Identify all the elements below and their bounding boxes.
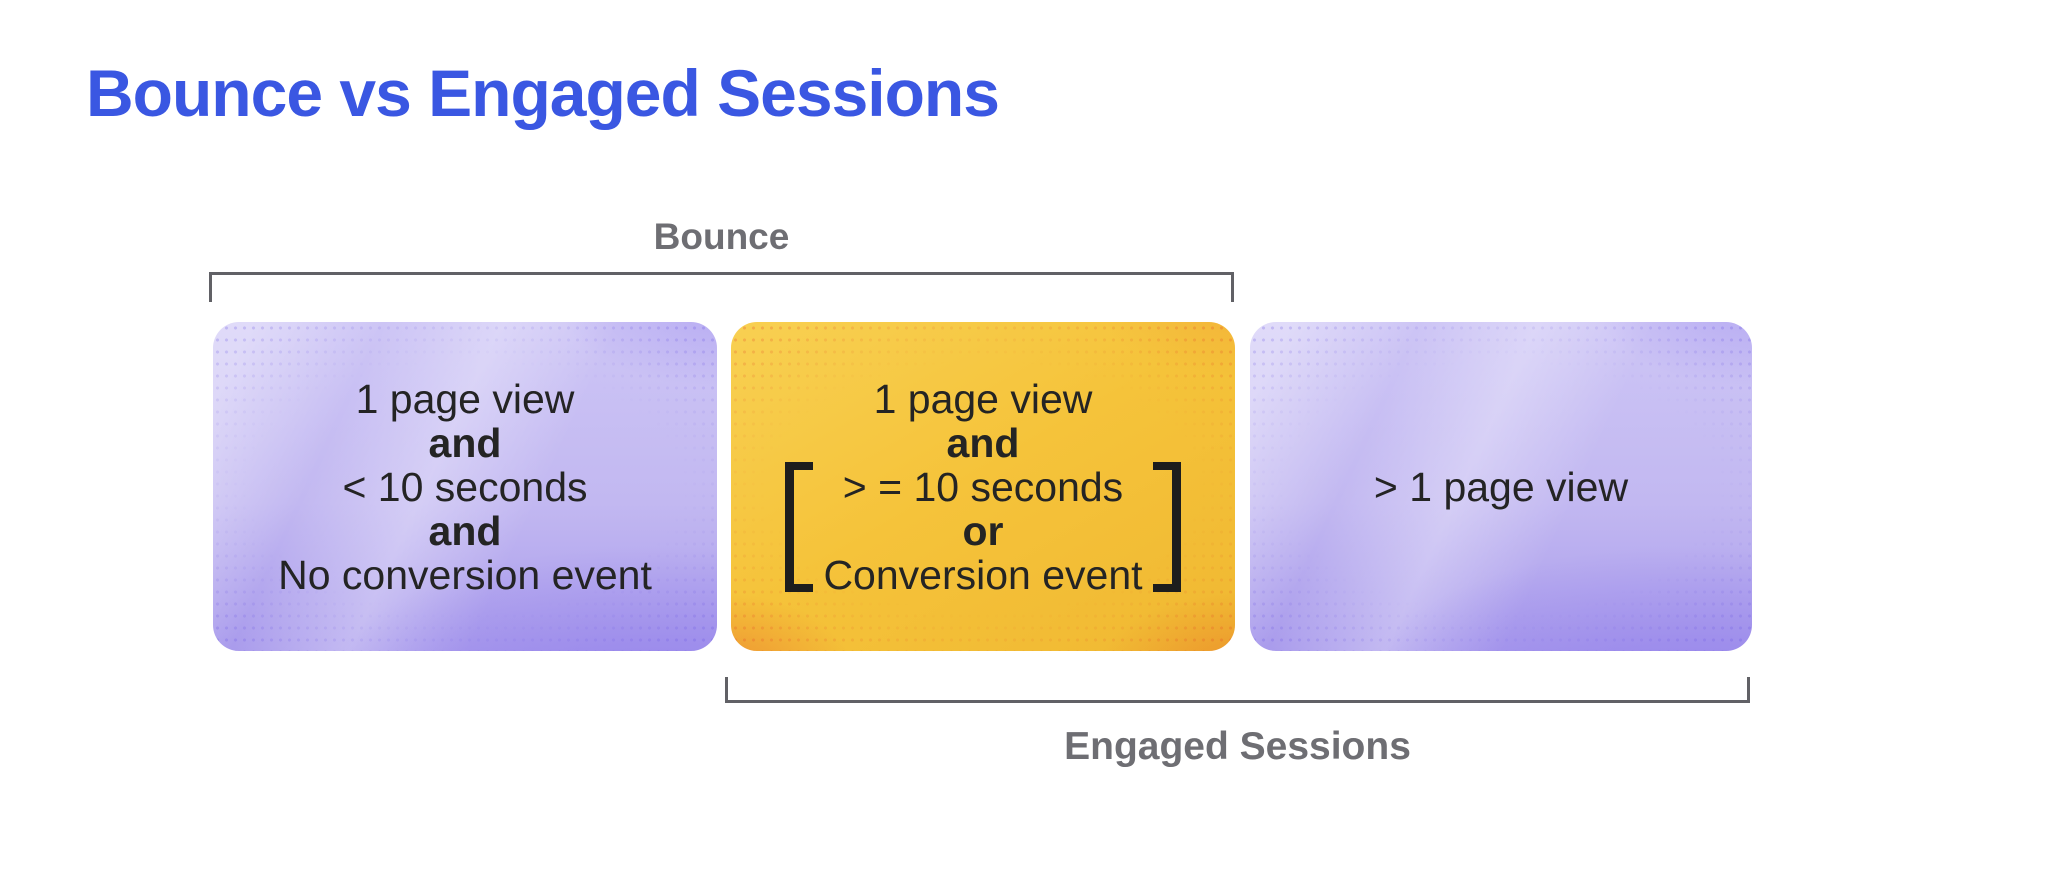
condition-line: > = 10 seconds [842, 463, 1124, 510]
condition-operator: and [946, 419, 1020, 466]
open-square-bracket-glyph [785, 462, 813, 592]
bounce-bracket-label: Bounce [653, 216, 790, 257]
condition-line: 1 page view [355, 375, 575, 422]
condition-operator: or [962, 507, 1004, 554]
condition-line: No conversion event [278, 551, 652, 598]
condition-line: 1 page view [873, 375, 1093, 422]
condition-line: > 1 page view [1373, 463, 1629, 510]
close-square-bracket-glyph [1153, 462, 1181, 592]
page-title: Bounce vs Engaged Sessions [86, 56, 1000, 130]
bounce-conditions-box: 1 page view and < 10 seconds and No conv… [213, 322, 717, 651]
bounce-bracket-line [209, 272, 1234, 302]
engaged-conditions-box: 1 page view and > = 10 seconds or Conver… [731, 322, 1235, 651]
condition-operator: and [428, 507, 502, 554]
engaged-bracket-label: Engaged Sessions [1064, 725, 1411, 768]
engaged-bracket-line [725, 677, 1750, 703]
bounce-conditions-text: 1 page view and < 10 seconds and No conv… [278, 377, 652, 597]
condition-operator: and [428, 419, 502, 466]
multipage-box: > 1 page view [1250, 322, 1752, 651]
condition-line: Conversion event [823, 551, 1143, 598]
condition-line: < 10 seconds [342, 463, 588, 510]
engaged-conditions-text: 1 page view and > = 10 seconds or Conver… [823, 377, 1142, 597]
multipage-text: > 1 page view [1374, 465, 1628, 509]
